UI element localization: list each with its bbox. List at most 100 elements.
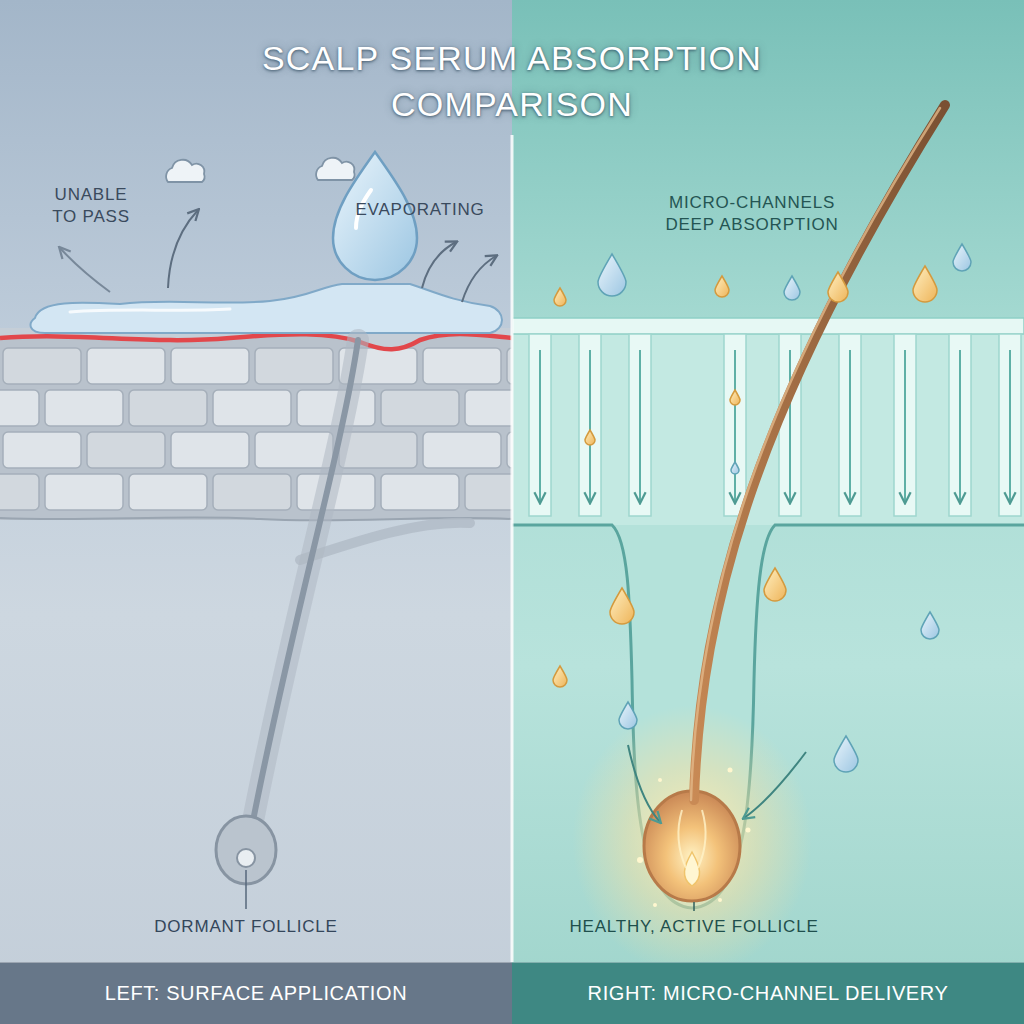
active-follicle-part <box>693 902 695 911</box>
channel-arrow <box>904 350 906 502</box>
micro-channel <box>629 334 651 516</box>
skin-barrier-bricks <box>0 348 512 510</box>
channel-arrow <box>734 350 736 502</box>
micro-channel <box>579 334 601 516</box>
left-panel-part <box>0 336 512 520</box>
barrier-brick <box>171 348 249 384</box>
micro-channel <box>839 334 861 516</box>
right-panel-part <box>512 318 1024 334</box>
serum-droplet <box>784 276 800 300</box>
serum-droplet <box>619 702 637 729</box>
dormant-follicle-part <box>252 340 358 826</box>
barrier-brick <box>213 474 291 510</box>
barrier-brick <box>255 432 333 468</box>
diagram-title: SCALP SERUM ABSORPTION COMPARISON <box>182 36 842 128</box>
evaporation-clouds-part <box>316 158 354 180</box>
barrier-brick <box>87 348 165 384</box>
barrier-brick <box>255 348 333 384</box>
channel-arrow <box>849 350 851 502</box>
barrier-brick <box>3 432 81 468</box>
active-follicle-part <box>644 791 740 901</box>
serum-droplet <box>730 390 740 405</box>
panel-divider-part <box>511 135 514 962</box>
serum-puddle <box>31 284 502 333</box>
barrier-brick <box>45 390 123 426</box>
evaporation-clouds <box>166 158 354 182</box>
barrier-brick <box>0 390 39 426</box>
dormant-follicle-part <box>237 849 255 867</box>
sparkles-part <box>728 768 733 773</box>
micro-channel <box>724 334 746 516</box>
skin-surface-part <box>0 334 512 349</box>
barrier-brick <box>381 474 459 510</box>
channel-arrow <box>789 350 791 502</box>
serum-droplet <box>828 272 848 302</box>
serum-droplet <box>731 462 739 474</box>
micro-channel <box>529 334 551 516</box>
micro-channel <box>949 334 971 516</box>
sparkles-part <box>658 778 662 782</box>
serum-puddle-part <box>70 309 230 312</box>
dormant-follicle-part <box>245 870 247 909</box>
barrier-brick <box>213 390 291 426</box>
evaporation-clouds-part <box>166 160 204 182</box>
absorption-arrows <box>628 745 806 822</box>
active-follicle-part <box>684 852 699 886</box>
evaporation-arrows-part <box>60 248 110 292</box>
serum-droplet <box>921 612 939 639</box>
dormant-follicle <box>216 340 470 909</box>
serum-droplet <box>764 568 786 601</box>
channel-arrow <box>1009 350 1011 502</box>
channel-arrow <box>959 350 961 502</box>
right-panel <box>512 0 1024 1024</box>
barrier-brick <box>129 474 207 510</box>
channel-arrow <box>589 350 591 502</box>
barrier-brick <box>3 348 81 384</box>
micro-channel <box>894 334 916 516</box>
sparkles-part <box>718 898 722 902</box>
absorption-arrows-part <box>744 752 806 818</box>
follicle-label: DORMANT FOLLICLE <box>121 916 371 938</box>
micro-channel <box>779 334 801 516</box>
caption-text: LEFT: SURFACE APPLICATION <box>105 981 407 1006</box>
barrier-brick <box>339 432 417 468</box>
serum-droplet <box>610 588 634 624</box>
serum-droplet <box>554 288 566 306</box>
barrier-brick <box>171 432 249 468</box>
barrier-brick <box>381 390 459 426</box>
right-panel-part <box>512 320 1024 525</box>
serum-droplet <box>585 430 595 445</box>
caption-bar: LEFT: SURFACE APPLICATION <box>0 962 512 1024</box>
follicle-label: HEALTHY, ACTIVE FOLLICLE <box>560 916 828 938</box>
barrier-brick <box>423 432 501 468</box>
absorption-arrows-part <box>628 745 660 822</box>
barrier-brick <box>87 432 165 468</box>
barrier-brick <box>423 348 501 384</box>
panel-divider <box>512 135 513 962</box>
sparkles-part <box>653 903 657 907</box>
micro-channel <box>999 334 1021 516</box>
active-follicle <box>644 105 945 911</box>
serum-droplets <box>553 244 971 772</box>
serum-puddle-part <box>31 284 502 333</box>
caption-bar: RIGHT: MICRO-CHANNEL DELIVERY <box>512 962 1024 1024</box>
sparkles <box>637 768 751 908</box>
effect-label: MICRO-CHANNELS DEEP ABSORPTION <box>654 192 850 236</box>
serum-droplet <box>598 254 626 296</box>
serum-droplet <box>553 666 567 687</box>
active-follicle-part <box>698 810 705 868</box>
active-follicle-part <box>679 810 686 868</box>
evaporation-arrows-part <box>462 256 496 302</box>
serum-droplet <box>834 736 858 772</box>
barrier-brick <box>465 390 512 426</box>
evaporation-arrows-part <box>422 242 456 288</box>
barrier-brick <box>129 390 207 426</box>
sparkles-part <box>637 857 643 863</box>
serum-droplet <box>953 244 971 271</box>
barrier-brick <box>0 474 39 510</box>
channel-arrow <box>639 350 641 502</box>
caption-text: RIGHT: MICRO-CHANNEL DELIVERY <box>588 981 949 1006</box>
effect-label: UNABLE TO PASS <box>40 184 142 228</box>
